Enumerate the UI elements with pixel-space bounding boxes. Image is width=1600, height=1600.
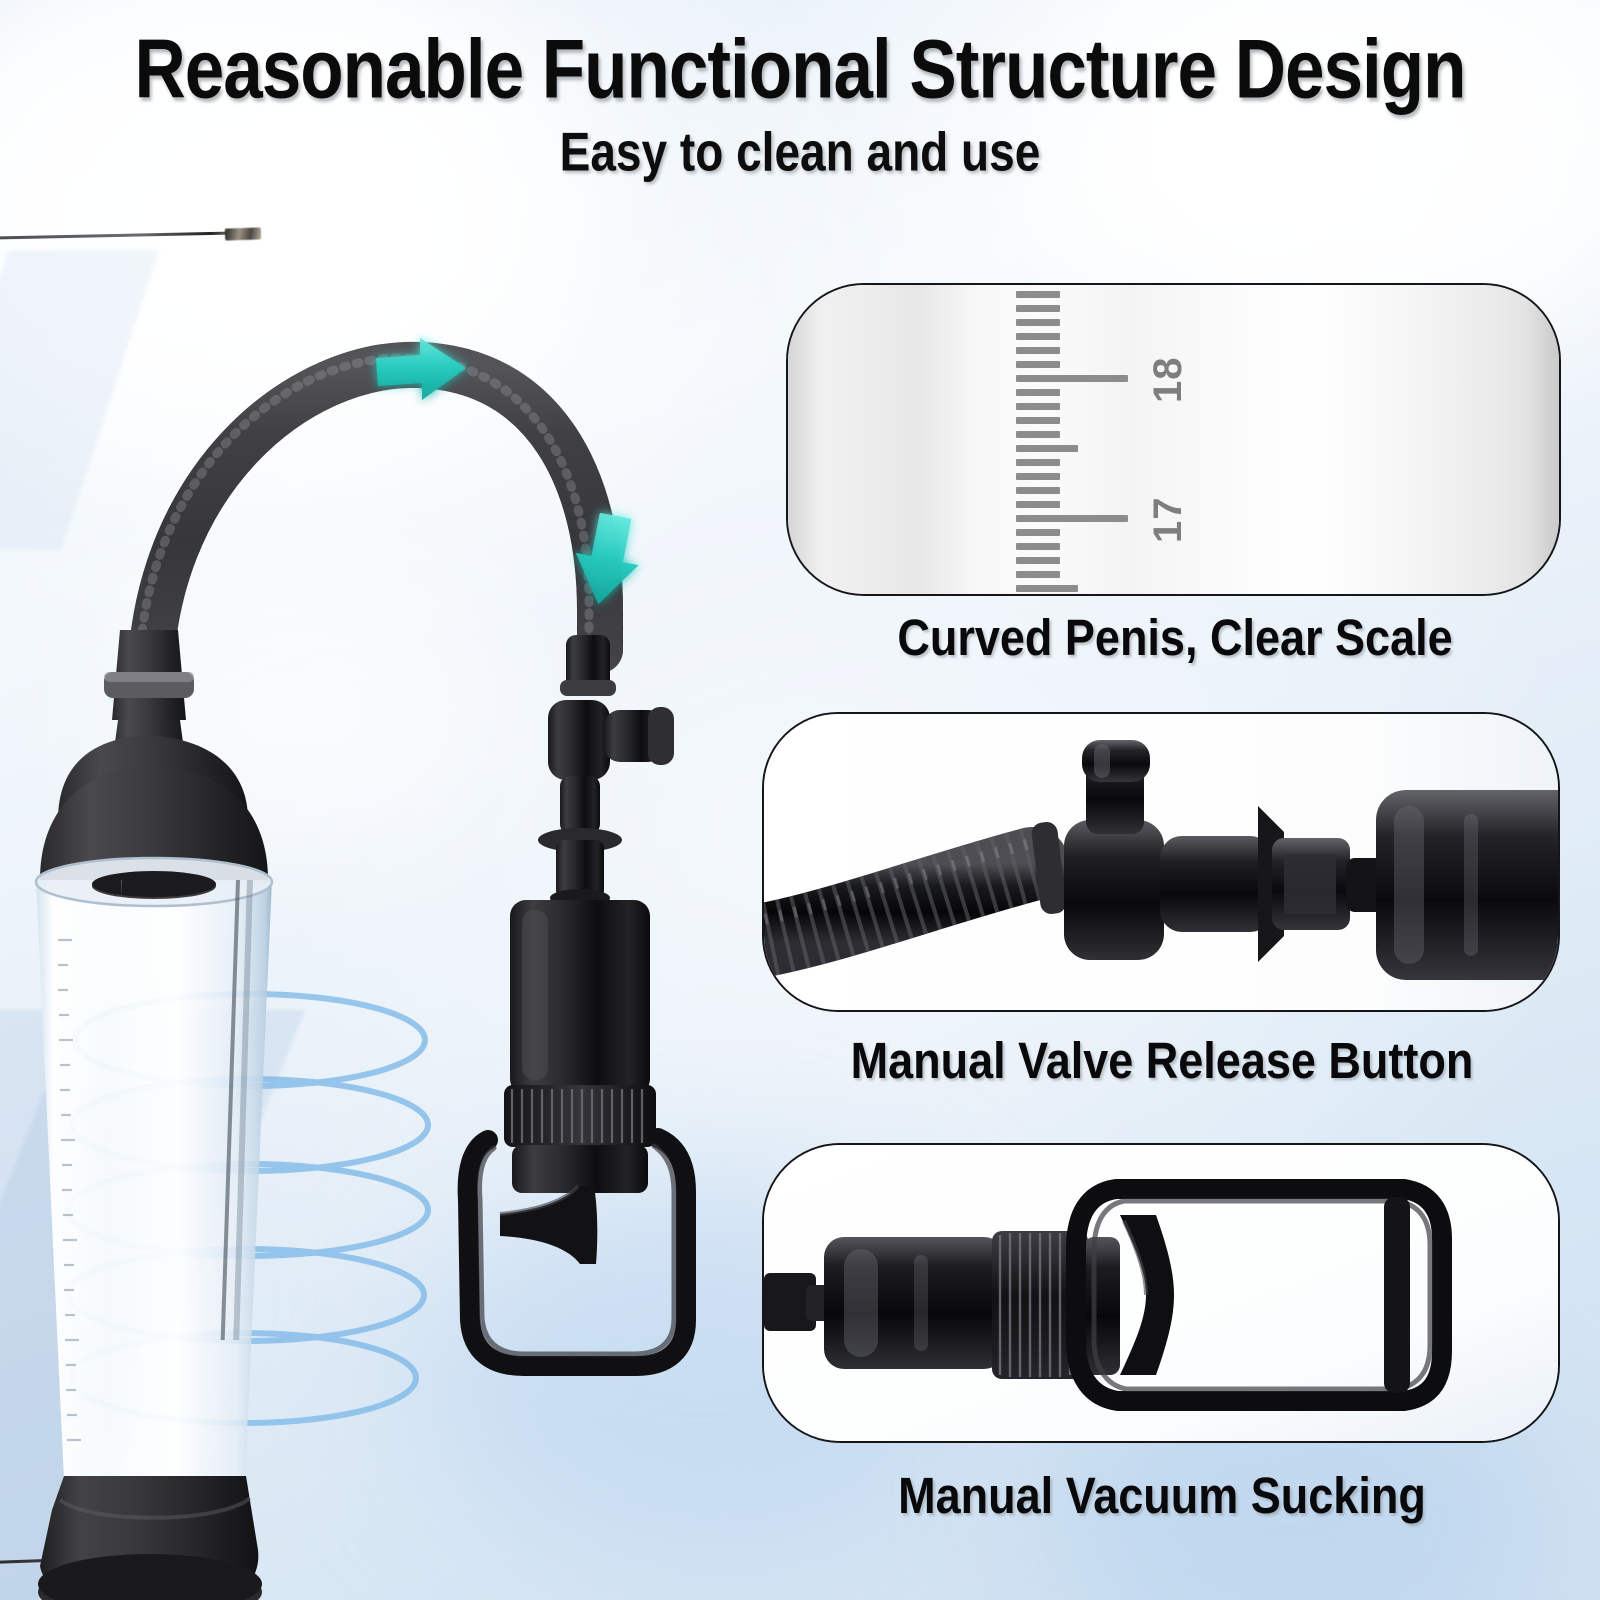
- feature-card-vacuum-sucking: [762, 1143, 1560, 1443]
- ruler-label-18: 18: [1146, 356, 1190, 404]
- hand-pump: [457, 900, 696, 1376]
- valve-barrel: [1160, 806, 1386, 962]
- cylinder-right-edge: [1525, 285, 1559, 594]
- knurled-collar: [992, 1231, 1120, 1379]
- ruler-label-17: 17: [1146, 496, 1190, 544]
- product-illustration: [0, 180, 760, 1600]
- trigger-handle-loop: [1066, 1179, 1452, 1411]
- feature-caption-vacuum-sucking: Manual Vacuum Sucking: [898, 1466, 1426, 1525]
- page-subtitle: Easy to clean and use: [559, 121, 1041, 183]
- flexible-hose: [127, 341, 623, 713]
- valve-release-button: [1082, 740, 1150, 782]
- feature-caption-valve-release: Manual Valve Release Button: [850, 1031, 1474, 1090]
- pump-inlet-nub: [764, 1273, 816, 1331]
- feature-card-valve-release: [762, 712, 1560, 1012]
- end-knob: [1376, 790, 1558, 980]
- cylinder-surface: [788, 285, 1559, 594]
- airflow-arrow-right: [376, 338, 466, 400]
- hose-corrugated: [764, 827, 1069, 978]
- cylinder-scale: [58, 938, 81, 1442]
- measurement-ruler: 18 17 16: [1016, 285, 1236, 594]
- hose-collar: [1031, 822, 1067, 914]
- transparent-cylinder: [34, 856, 274, 1480]
- valve-t-body: [1064, 740, 1164, 960]
- feature-card-clear-scale: 18 17 16: [786, 283, 1561, 596]
- pump-barrel: [824, 1237, 1004, 1369]
- page-title: Reasonable Functional Structure Design: [134, 23, 1467, 117]
- t-valve-assembly: [538, 635, 674, 907]
- flared-silicone-sleeve: [38, 1476, 262, 1600]
- feature-caption-clear-scale: Curved Penis, Clear Scale: [897, 608, 1453, 667]
- cylinder-left-edge: [788, 285, 822, 594]
- airflow-arrow-down: [575, 512, 639, 605]
- hose-connector: [104, 630, 194, 780]
- trigger-lever: [1120, 1215, 1174, 1375]
- black-dome-cap: [40, 736, 268, 882]
